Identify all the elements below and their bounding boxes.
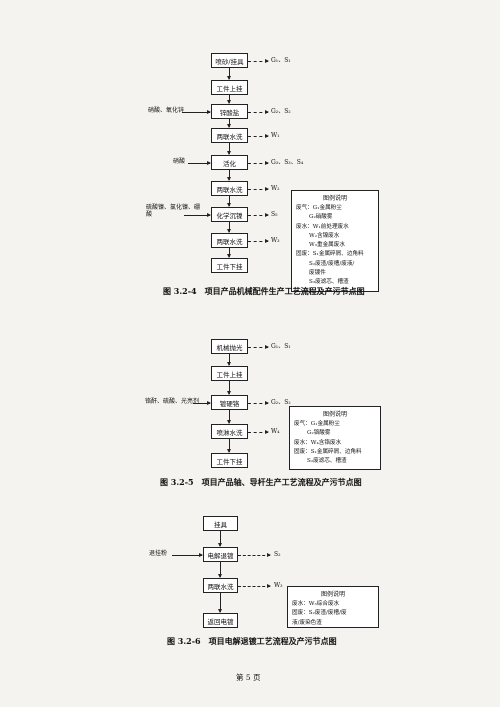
step-rack: 挂具	[203, 516, 238, 531]
page-number: 第 5 页	[236, 673, 261, 682]
flow-arrow	[218, 531, 222, 547]
pollutant-arrow	[248, 401, 269, 405]
step-return-to-plating: 返回电镀	[203, 613, 238, 628]
pollutant-label: W₃	[274, 582, 283, 589]
pollutant-arrow	[248, 110, 269, 114]
step-mechanical-polish: 机械抛光	[211, 339, 248, 354]
input-arrow	[184, 213, 211, 217]
flow-arrow	[227, 222, 231, 233]
legend-title: 图例说明	[320, 591, 345, 598]
legend-line: S₂废渣/废槽/废液/	[309, 260, 355, 267]
legend-line: 固废：S₁金属碎屑、边角料	[294, 448, 362, 455]
pollutant-label: G₃、S₃、S₄	[271, 159, 304, 166]
legend-line: 废水：W₃综合废水	[292, 601, 340, 607]
legend-line: S₂废滤芯、槽渣	[307, 458, 347, 465]
pollutant-label: S₂	[274, 551, 281, 558]
input-arrow	[182, 110, 211, 114]
figure-caption: 图 3.2-6 项目电解退镀工艺流程及产污节点图	[167, 636, 337, 646]
figure-caption: 图 3.2-4 项目产品机械配件生产工艺流程及产污节点图	[163, 286, 365, 296]
legend-line: 废水：W₄含铬废水	[294, 439, 342, 446]
legend-line: 固废：S₁金属碎屑、边角料	[296, 251, 364, 258]
legend-line: G₂硝酸雾	[309, 214, 333, 221]
legend-line: G₂铬酸雾	[307, 430, 331, 437]
pollutant-arrow	[248, 187, 269, 191]
legend-line: 废气：G₁金属粉尘	[294, 421, 340, 427]
input-label: 硝酸、氧化锌	[148, 107, 185, 114]
flow-arrow	[218, 593, 222, 613]
legend-box: 图例说明 废气：G₁金属粉尘 G₂硝酸雾 废水：W₁前处理废水 W₂含镍废水 W…	[291, 190, 379, 292]
legend-line: W₂含镍废水	[309, 232, 340, 239]
flow-arrow	[227, 410, 231, 424]
step-electroless-nickel: 化学沉镍	[211, 207, 248, 222]
pollutant-label: G₂、S₂	[271, 399, 291, 406]
pollutant-label: W₄	[271, 428, 280, 435]
step-hard-chrome: 镀硬铬	[211, 395, 248, 410]
step-activation: 活化	[211, 155, 248, 170]
legend-line: 固废：S₂废渣/废槽/废	[292, 610, 347, 617]
legend-line: 废水：W₁前处理废水	[296, 223, 349, 230]
pollutant-label: S₅	[271, 211, 278, 218]
flow-arrow	[227, 95, 231, 104]
step-unhang: 工件下挂	[211, 453, 248, 468]
pollutant-arrow	[248, 134, 269, 138]
pollutant-label: W₂	[271, 185, 280, 192]
legend-box: 图例说明 废水：W₃综合废水 固废：S₂废渣/废槽/废 液/废染色渣	[287, 586, 379, 628]
pollutant-arrow	[248, 239, 269, 243]
legend-box: 图例说明 废气：G₁金属粉尘 G₂铬酸雾 废水：W₄含铬废水 固废：S₁金属碎屑…	[289, 406, 381, 470]
input-label: 退挂粉	[149, 550, 168, 557]
flow-arrow	[227, 248, 231, 258]
legend-line: 废气：G₁金属粉尘	[296, 205, 342, 211]
figure-caption: 图 3.2-5 项目产品轴、导杆生产工艺流程及产污节点图	[160, 477, 362, 487]
step-hang-workpiece: 工件上挂	[211, 366, 248, 381]
input-arrow	[188, 161, 211, 165]
pollutant-label: W₁	[271, 132, 280, 139]
pollutant-label: G₁、S₁	[271, 57, 291, 64]
pollutant-label: W₃	[271, 237, 280, 244]
step-rinse-2: 两联水洗	[211, 181, 248, 196]
flow-arrow	[227, 381, 231, 395]
step-unhang: 工件下挂	[211, 258, 248, 273]
legend-line: S₃废滤芯、槽渣	[309, 279, 349, 286]
legend-line: 液/废染色渣	[292, 619, 322, 626]
pollutant-arrow	[248, 161, 269, 165]
legend-line: 废镀件	[309, 270, 326, 277]
input-arrow	[193, 401, 211, 405]
input-arrow	[172, 553, 203, 557]
input-label: 硝酸	[173, 158, 186, 165]
pollutant-arrow	[248, 345, 269, 349]
pollutant-arrow	[248, 213, 269, 217]
flow-arrow	[227, 196, 231, 207]
legend-line: W₃重金属废水	[309, 242, 345, 249]
flow-arrow	[227, 354, 231, 366]
legend-title: 图例说明	[322, 195, 347, 202]
flow-arrow	[227, 143, 231, 155]
input-label: 硫酸镍、氯化镍、硼酸	[146, 204, 201, 218]
step-zincate: 锌酸盐	[211, 104, 248, 119]
step-electrolytic-stripping: 电解退镀	[203, 547, 238, 562]
step-rinse-1: 两联水洗	[211, 128, 248, 143]
pollutant-arrow	[248, 430, 269, 434]
flow-arrow	[218, 562, 222, 578]
pollutant-arrow	[248, 59, 269, 63]
step-rinse-3: 两联水洗	[211, 233, 248, 248]
step-spray-rinse: 喷淋水洗	[211, 424, 248, 439]
pollutant-label: G₁、S₁	[271, 343, 291, 350]
step-rinse: 两联水洗	[203, 578, 238, 593]
pollutant-arrow	[238, 553, 271, 557]
legend-title: 图例说明	[322, 411, 347, 418]
flow-arrow	[227, 119, 231, 128]
input-label: 铬酐、硫酸、光亮剂	[145, 398, 200, 405]
step-sandblast: 喷砂/挂具	[211, 53, 248, 68]
pollutant-arrow	[238, 584, 271, 588]
pollutant-label: G₂、S₂	[271, 108, 291, 115]
flow-arrow	[227, 439, 231, 453]
step-hang-workpiece: 工件上挂	[211, 80, 248, 95]
flow-arrow	[227, 170, 231, 181]
flow-arrow	[227, 68, 231, 80]
